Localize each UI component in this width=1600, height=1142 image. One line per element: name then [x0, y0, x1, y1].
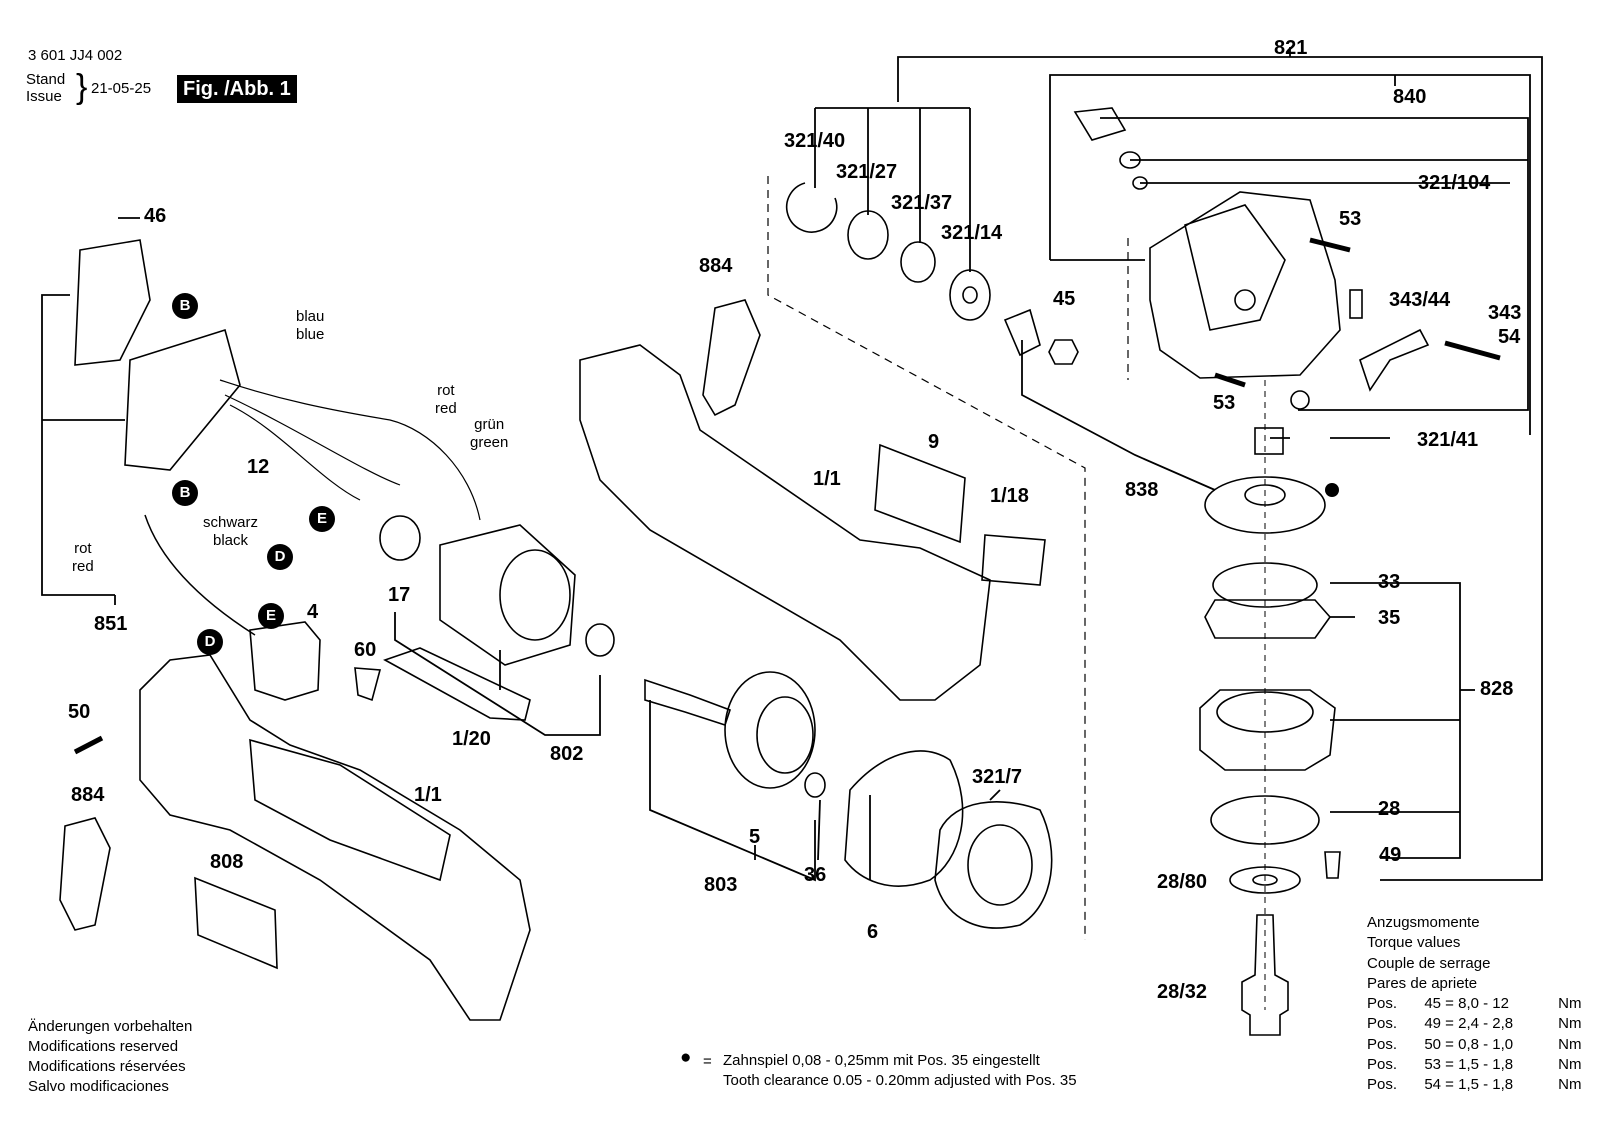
wire-label-red-2-en: red — [72, 558, 94, 575]
part-label-28: 28 — [1378, 798, 1401, 820]
clearance-equals: = — [703, 1053, 712, 1070]
part-label-49: 49 — [1379, 844, 1402, 866]
callout-b-top: B — [172, 293, 198, 319]
part-label-343: 343 — [1488, 302, 1522, 324]
part-label-53-top: 53 — [1339, 208, 1362, 230]
clearance-note-en: Tooth clearance 0.05 - 0.20mm adjusted w… — [723, 1072, 1077, 1089]
callout-d-lower: D — [197, 629, 223, 655]
issue-label: Issue — [26, 88, 62, 105]
part-label-343-44: 343/44 — [1389, 289, 1451, 311]
note-en: Modifications reserved — [28, 1038, 179, 1055]
part-label-821: 821 — [1274, 37, 1308, 59]
part-label-46: 46 — [144, 205, 167, 227]
part-label-321-41: 321/41 — [1417, 429, 1479, 451]
part-label-50: 50 — [68, 701, 91, 723]
part-label-36: 36 — [804, 864, 827, 886]
part-label-884-bottom: 884 — [71, 784, 105, 806]
part-label-828: 828 — [1480, 678, 1514, 700]
part-label-12: 12 — [247, 456, 270, 478]
part-label-1-20: 1/20 — [452, 728, 491, 750]
torque-table: Anzugsmomente Torque values Couple de se… — [1367, 913, 1581, 1096]
part-label-851: 851 — [94, 613, 128, 635]
part-label-28-80: 28/80 — [1157, 871, 1208, 893]
part-label-321-14: 321/14 — [941, 222, 1003, 244]
wire-label-red: rot red — [435, 382, 457, 418]
wire-label-blue-de: blau — [296, 308, 325, 325]
stand-label: Stand — [26, 71, 66, 88]
part-label-321-40: 321/40 — [784, 130, 846, 152]
clearance-symbol: ● — [680, 1047, 692, 1068]
part-label-840: 840 — [1393, 86, 1427, 108]
wire-label-green-en: green — [470, 434, 509, 451]
part-label-803: 803 — [704, 874, 738, 896]
wire-label-black: schwarz black — [203, 514, 258, 550]
torque-title-es: Pares de apriete — [1367, 974, 1478, 992]
part-label-17: 17 — [388, 584, 411, 606]
torque-title-de: Anzugsmomente — [1367, 914, 1480, 931]
wire-label-red-en: red — [435, 400, 457, 417]
part-outlines — [59, 107, 1501, 1036]
wire-label-black-en: black — [212, 532, 249, 549]
callout-e-upper: E — [309, 506, 335, 532]
figure-badge: Fig. /Abb. 1 — [177, 75, 297, 103]
document-number: 3 601 JJ4 002 — [28, 47, 123, 64]
wire-label-green: grün green — [470, 416, 508, 452]
part-label-838: 838 — [1125, 479, 1159, 501]
part-label-802: 802 — [550, 743, 584, 765]
part-label-45: 45 — [1053, 288, 1076, 310]
wire-label-red-2: rot red — [72, 540, 94, 576]
part-label-35: 35 — [1378, 607, 1401, 629]
part-label-9: 9 — [928, 431, 940, 453]
callout-e-lower: E — [258, 603, 284, 629]
wire-label-red-de: rot — [437, 382, 455, 399]
wire-label-red-2-de: rot — [74, 540, 92, 557]
part-label-321-104: 321/104 — [1418, 172, 1491, 194]
wire-label-blue: blau blue — [296, 308, 324, 344]
part-label-1-18: 1/18 — [990, 485, 1029, 507]
part-label-33: 33 — [1378, 571, 1401, 593]
part-label-5: 5 — [749, 826, 761, 848]
part-label-60: 60 — [354, 639, 377, 661]
part-label-1-1-bottom: 1/1 — [414, 784, 442, 806]
part-label-1-1-top: 1/1 — [813, 468, 841, 490]
issue-date: 21-05-25 — [91, 80, 152, 97]
part-label-53-bottom: 53 — [1213, 392, 1236, 414]
part-label-54: 54 — [1498, 326, 1521, 348]
modification-notes: Änderungen vorbehalten Modifications res… — [28, 1017, 192, 1097]
callout-b-bottom: B — [172, 480, 198, 506]
torque-title-en: Torque values — [1367, 934, 1461, 952]
part-label-321-27: 321/27 — [836, 161, 898, 183]
part-label-4: 4 — [307, 601, 319, 623]
part-label-884-top: 884 — [699, 255, 733, 277]
clearance-note-de: Zahnspiel 0,08 - 0,25mm mit Pos. 35 eing… — [723, 1052, 1040, 1069]
part-label-321-7: 321/7 — [972, 766, 1023, 788]
note-fr: Modifications réservées — [28, 1058, 186, 1075]
part-label-808: 808 — [210, 851, 244, 873]
brace-glyph: } — [76, 68, 88, 106]
wire-label-black-de: schwarz — [203, 514, 259, 531]
wire-label-green-de: grün — [474, 416, 505, 433]
part-label-321-37: 321/37 — [891, 192, 953, 214]
note-es: Salvo modificaciones — [28, 1078, 169, 1095]
part-label-28-32: 28/32 — [1157, 981, 1208, 1003]
torque-title-fr: Couple de serrage — [1367, 954, 1491, 972]
note-de: Änderungen vorbehalten — [28, 1018, 193, 1035]
wire-label-blue-en: blue — [296, 326, 325, 343]
part-label-6: 6 — [867, 921, 879, 943]
callout-d-upper: D — [267, 544, 293, 570]
clearance-dot-icon — [1325, 483, 1339, 497]
